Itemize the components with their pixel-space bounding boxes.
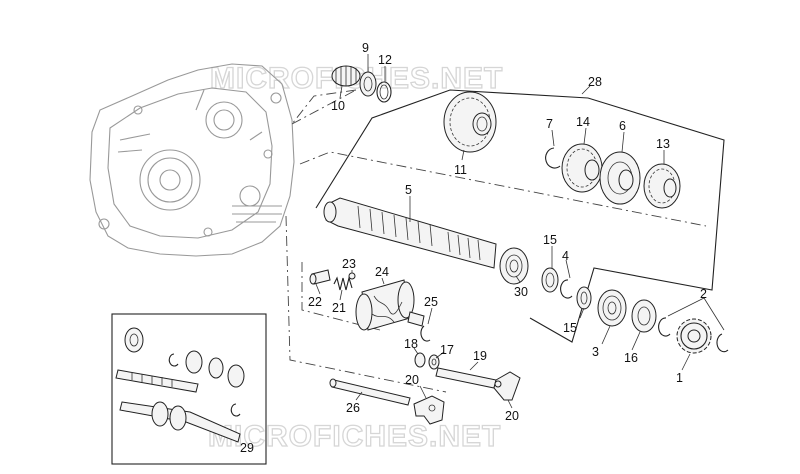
callout-7: 7 — [546, 117, 553, 131]
washer-15-lower — [576, 286, 592, 310]
selector-drum-24 — [355, 279, 425, 331]
callout-24: 24 — [375, 265, 389, 279]
bearing-30 — [499, 247, 529, 285]
inset-circlip-b — [230, 403, 241, 417]
callout-29: 29 — [240, 441, 254, 455]
engine-casing — [89, 63, 295, 257]
inset-gear-middle — [185, 350, 245, 388]
washer-18 — [414, 352, 426, 368]
inset-gear-top — [124, 327, 144, 353]
callout-13: 13 — [656, 137, 670, 151]
shift-shaft-19 — [435, 367, 521, 401]
callout-5: 5 — [405, 183, 412, 197]
inset-lower-shaft — [119, 401, 241, 443]
callout-4: 4 — [562, 249, 569, 263]
circlip-12 — [376, 81, 392, 103]
callout-9: 9 — [362, 41, 369, 55]
ball-23 — [348, 272, 356, 280]
callout-15-upper: 15 — [543, 233, 557, 247]
callout-21: 21 — [332, 301, 346, 315]
circlip-4 — [560, 279, 573, 299]
inset-shaft — [115, 369, 199, 393]
callout-14: 14 — [576, 115, 590, 129]
callout-30: 30 — [514, 285, 528, 299]
rod-26 — [329, 378, 411, 406]
spring-21 — [333, 275, 353, 291]
gear-13 — [643, 163, 681, 209]
washer-15-upper — [541, 267, 559, 293]
pin-22 — [309, 269, 331, 285]
callout-25: 25 — [424, 295, 438, 309]
circlip-7 — [545, 147, 561, 169]
circlip-25 — [420, 325, 431, 342]
oil-seal-16 — [631, 299, 657, 333]
callout-15-lower: 15 — [563, 321, 577, 335]
callout-16: 16 — [624, 351, 638, 365]
sprocket-1 — [676, 318, 712, 354]
callout-11: 11 — [454, 163, 467, 177]
callout-28: 28 — [588, 75, 602, 89]
inset-circlip-a — [168, 353, 179, 367]
callout-19: 19 — [473, 349, 487, 363]
watermark-bottom: MICROFICHES.NET — [208, 420, 501, 453]
callout-12: 12 — [378, 53, 392, 67]
callout-10: 10 — [331, 99, 345, 113]
circlip-2-left — [658, 317, 671, 337]
gear-14 — [561, 143, 603, 193]
circlip-2-right — [716, 333, 729, 353]
gear-6 — [599, 151, 641, 205]
callout-3: 3 — [592, 345, 599, 359]
guide-lines — [285, 89, 707, 393]
bearing-3 — [597, 289, 627, 327]
needle-bearing-10 — [331, 65, 361, 87]
washer-17 — [428, 354, 440, 370]
callout-2: 2 — [700, 287, 707, 301]
callout-1: 1 — [676, 371, 683, 385]
fork-20 — [413, 395, 445, 425]
gear-11 — [443, 91, 497, 153]
assembly-28-outline — [315, 89, 725, 343]
callout-26: 26 — [346, 401, 360, 415]
callout-23: 23 — [342, 257, 356, 271]
callout-20-right: 20 — [505, 409, 519, 423]
inset-box-29 — [111, 313, 267, 465]
washer-9 — [359, 71, 377, 97]
callout-labels: 9 12 10 28 11 7 14 6 13 5 15 4 30 2 15 3… — [240, 41, 707, 455]
callout-6: 6 — [619, 119, 626, 133]
leader-lines — [315, 54, 725, 409]
callout-22: 22 — [308, 295, 322, 309]
callout-20-left: 20 — [405, 373, 419, 387]
callout-17: 17 — [440, 343, 454, 357]
callout-18: 18 — [404, 337, 418, 351]
shaft-5 — [323, 197, 497, 269]
